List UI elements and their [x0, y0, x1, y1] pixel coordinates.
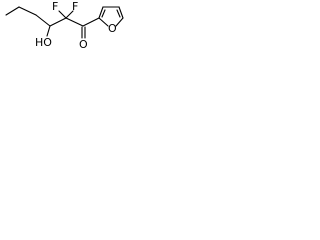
bond-c-f-right [65, 10, 74, 19]
bond-ch2-ch2 [18, 6, 37, 16]
bond-cf2-co [65, 17, 84, 27]
bond-c-f-left [58, 10, 67, 19]
bond-choh-cf2 [49, 17, 67, 27]
bond-ch2-choh [35, 14, 51, 27]
furan-double-c4-c5 [116, 9, 121, 18]
furan-bond-c3-c2 [98, 6, 104, 19]
fluorine-left-label: F [52, 0, 58, 13]
bond-c-oh [46, 25, 51, 37]
carbonyl-oxygen-label: O [79, 38, 88, 51]
furan-oxygen-label: O [108, 22, 117, 35]
bond-ch3-ch2 [5, 6, 20, 16]
hydroxyl-label: HO [35, 36, 52, 49]
bond-co-furan [82, 17, 100, 27]
furan-bond-c2-o [98, 17, 109, 27]
furan-bond-o-c5 [115, 17, 124, 27]
fluorine-right-label: F [72, 0, 78, 13]
chemical-structure: F F HO O O [5, 0, 124, 51]
furan-bond-c5-c4 [118, 6, 124, 19]
furan-double-c2-c3 [101, 9, 106, 18]
